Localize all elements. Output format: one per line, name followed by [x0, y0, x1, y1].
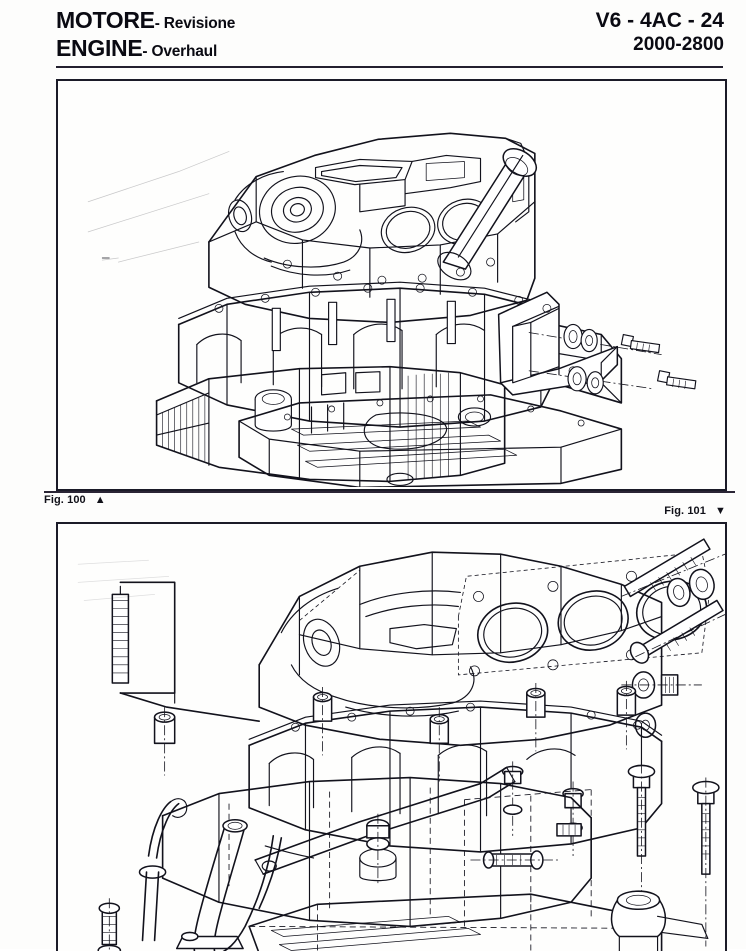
- figure-100-caption-label: Fig. 100: [44, 494, 86, 506]
- bolt-washer-mid-right: [621, 671, 702, 739]
- header-title-en: ENGINE: [56, 35, 143, 61]
- bottom-right-fitting: [610, 890, 709, 951]
- figure-100-caption: Fig. 100 ▲: [44, 494, 106, 506]
- figure-100-frame: [56, 79, 727, 491]
- header-title-block: MOTORE- Revisione ENGINE- Overhaul: [56, 8, 235, 64]
- header-line-english: ENGINE- Overhaul: [56, 36, 235, 64]
- cylinder-head-casting: [208, 132, 536, 324]
- page-header: MOTORE- Revisione ENGINE- Overhaul V6 - …: [0, 0, 746, 72]
- figure-100-caption-rule: [44, 491, 735, 493]
- engine-mounting-bracket: [497, 291, 697, 396]
- figure-100-caption-arrow-up-icon: ▲: [94, 494, 106, 506]
- oil-pan-bottom: [248, 789, 663, 951]
- header-subtitle-it: - Revisione: [154, 15, 236, 32]
- crankcase-block: [177, 281, 623, 428]
- small-parts-bottom-centre: [366, 813, 561, 887]
- header-title-it: MOTORE: [56, 7, 155, 33]
- cylindrical-tube-component: [437, 148, 538, 281]
- breather-tube: [222, 835, 315, 951]
- bolt-upper: [620, 333, 661, 354]
- bleed-through-marks: [77, 559, 170, 601]
- long-bolts-right: [627, 763, 720, 947]
- header-subtitle-en: - Overhaul: [142, 43, 218, 60]
- figure-101-caption: Fig. 101 ▼: [664, 505, 726, 517]
- background-construction-lines: [87, 151, 230, 263]
- header-line-italian: MOTORE- Revisione: [56, 8, 235, 36]
- exploded-dowels-row: [312, 680, 637, 782]
- figure-101-drawing: [77, 538, 725, 951]
- oil-sump-pan: [238, 394, 623, 488]
- figure-100-drawing: [87, 132, 697, 488]
- head-studs-group: [621, 538, 725, 664]
- crankcase-block-2: [248, 700, 663, 853]
- figure-101-frame: [56, 522, 727, 951]
- left-stud-bracket: [111, 581, 261, 776]
- dipstick-and-guide-tube: [97, 798, 248, 951]
- lower-crankcase-skirt: [161, 776, 592, 928]
- diagonal-rail-bracket: [254, 766, 516, 875]
- header-divider-rule: [56, 66, 723, 68]
- bolt-lower: [656, 370, 697, 390]
- figure-101-caption-arrow-down-icon: ▼: [715, 505, 726, 517]
- header-model-block: V6 - 4AC - 24 2000-2800: [596, 8, 724, 57]
- figure-101-caption-label: Fig. 101: [664, 505, 706, 517]
- header-model-code: V6 - 4AC - 24: [595, 9, 724, 32]
- header-displacement: 2000-2800: [633, 34, 724, 55]
